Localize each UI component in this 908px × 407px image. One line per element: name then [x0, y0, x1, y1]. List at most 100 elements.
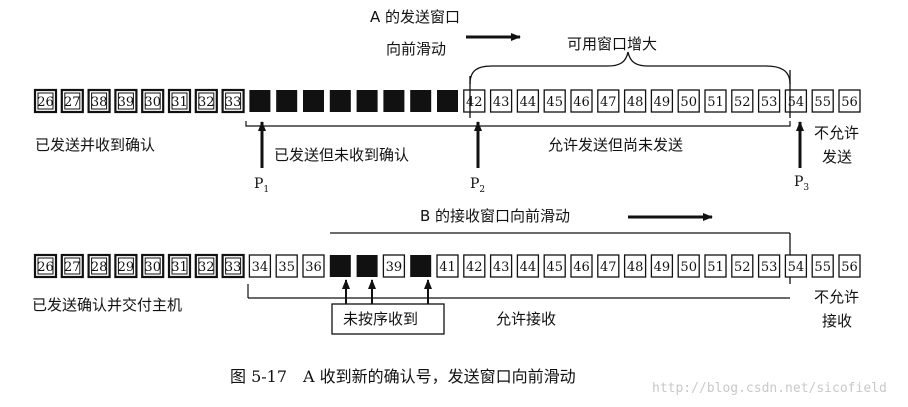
top-seq-cell: 52	[731, 89, 754, 113]
bottom-seq-cell: 31	[167, 253, 192, 279]
not-allowed-receive-line2: 接收	[822, 312, 852, 330]
bottom-seq-cell: 43	[489, 254, 513, 278]
top-seq-cell-number: 45	[546, 95, 563, 110]
bottom-seq-cell: 55	[811, 254, 834, 278]
bottom-seq-cell-number: 45	[546, 260, 563, 275]
top-seq-cell-number: 43	[493, 95, 510, 110]
top-seq-cell-number: 49	[654, 95, 671, 110]
bottom-seq-cell: 51	[704, 254, 727, 278]
top-seq-cell-number: 50	[680, 95, 697, 110]
bottom-seq-cell: 41	[436, 254, 459, 278]
top-seq-cell: 39	[114, 88, 138, 114]
top-seq-cell: 48	[623, 89, 647, 113]
top-seq-cell: 49	[650, 89, 674, 113]
bottom-seq-cell: 26	[33, 253, 58, 279]
bottom-seq-cell: 35	[275, 254, 298, 278]
bottom-seq-cell	[329, 255, 351, 277]
bottom-seq-cell	[410, 255, 432, 277]
bottom-seq-cell: 39	[382, 254, 406, 278]
not-allowed-receive-line1: 不允许	[814, 288, 859, 306]
bottom-seq-cell-number: 36	[305, 260, 322, 275]
top-seq-cell: 54	[784, 89, 808, 113]
bottom-seq-cell-number: 46	[573, 260, 590, 275]
top-seq-cell-number: 46	[573, 95, 590, 110]
top-seq-cell-number: 42	[466, 95, 483, 110]
bottom-seq-cell: 44	[516, 254, 540, 278]
top-seq-cell: 32	[194, 88, 218, 114]
bottom-seq-cell-number: 49	[654, 260, 671, 275]
top-seq-cell: 30	[141, 88, 165, 114]
top-seq-cell: 42	[463, 89, 486, 113]
usable-window-brace	[469, 51, 791, 85]
top-seq-cell: 26	[33, 88, 58, 114]
p1-label: P1	[254, 176, 269, 195]
top-seq-cell	[303, 90, 324, 112]
a-window-move-label-line2: 向前滑动	[386, 40, 446, 58]
bottom-seq-cell-number: 51	[707, 260, 724, 275]
top-seq-cell: 38	[87, 88, 111, 114]
top-seq-cell-number: 27	[64, 95, 81, 110]
bottom-seq-cell-number: 50	[680, 260, 697, 275]
bottom-seq-cell-number: 42	[466, 260, 483, 275]
top-seq-cell	[383, 90, 405, 112]
top-seq-cell: 33	[221, 88, 245, 114]
bottom-seq-cell-number: 31	[171, 260, 188, 275]
top-seq-cell-number: 47	[600, 95, 617, 110]
bottom-seq-cell: 56	[838, 254, 861, 278]
bottom-seq-cell: 49	[650, 254, 674, 278]
bottom-seq-cell: 53	[757, 254, 781, 278]
top-seq-cell-number: 51	[707, 95, 724, 110]
not-allowed-send-line2: 发送	[822, 148, 852, 166]
bottom-seq-cell-number: 43	[493, 260, 510, 275]
a-window-move-label-line1: A 的发送窗口	[370, 8, 460, 26]
top-window-bracket	[245, 121, 791, 127]
top-seq-cell: 50	[677, 89, 700, 113]
top-seq-cell-number: 52	[734, 95, 751, 110]
top-seq-cell: 31	[167, 88, 192, 114]
bottom-seq-cell-number: 35	[278, 260, 295, 275]
bottom-seq-cell: 45	[543, 254, 566, 278]
top-seq-cell	[437, 90, 458, 112]
bottom-seq-cell: 48	[623, 254, 647, 278]
top-seq-cell: 47	[597, 89, 620, 113]
bottom-seq-cell	[356, 255, 378, 277]
bottom-seq-cell-number: 26	[37, 260, 54, 275]
top-seq-cell-number: 55	[814, 95, 831, 110]
bottom-seq-cell-number: 32	[198, 260, 215, 275]
top-seq-cell: 53	[757, 89, 781, 113]
bottom-seq-cell: 32	[194, 253, 218, 279]
top-seq-cell	[356, 90, 378, 112]
top-seq-cell-number: 44	[520, 95, 537, 110]
top-seq-cell: 51	[704, 89, 727, 113]
top-seq-cell-number: 48	[627, 95, 644, 110]
bottom-seq-cell-number: 39	[386, 260, 403, 275]
bottom-seq-cell: 50	[677, 254, 700, 278]
top-seq-cell: 56	[838, 89, 861, 113]
top-seq-cell-number: 54	[788, 95, 805, 110]
top-seq-cell	[410, 90, 432, 112]
out-of-order-box	[331, 303, 445, 335]
top-seq-cell-number: 39	[118, 95, 135, 110]
bottom-seq-cell: 46	[570, 254, 593, 278]
allowed-not-sent-label: 允许发送但尚未发送	[548, 136, 683, 154]
bottom-seq-cell-number: 29	[118, 260, 135, 275]
top-seq-cell: 46	[570, 89, 593, 113]
b-window-move-label: B 的接收窗口向前滑动	[420, 207, 570, 225]
bottom-seq-cell: 34	[248, 254, 272, 278]
out-of-order-label: 未按序收到	[343, 310, 418, 328]
sent-acked-label: 已发送并收到确认	[35, 136, 155, 154]
top-seq-cell-number: 30	[144, 95, 161, 110]
top-seq-cell: 44	[516, 89, 540, 113]
allowed-receive-label: 允许接收	[496, 310, 556, 328]
not-allowed-send-line1: 不允许	[814, 124, 859, 142]
bottom-seq-cell: 28	[87, 253, 111, 279]
top-seq-cell	[329, 90, 351, 112]
top-seq-cell-number: 31	[171, 95, 188, 110]
p3-label: P3	[794, 174, 809, 193]
bottom-seq-cell: 29	[114, 253, 138, 279]
bottom-seq-cell-number: 56	[841, 260, 858, 275]
bottom-seq-cell-number: 48	[627, 260, 644, 275]
top-seq-cell: 43	[489, 89, 513, 113]
